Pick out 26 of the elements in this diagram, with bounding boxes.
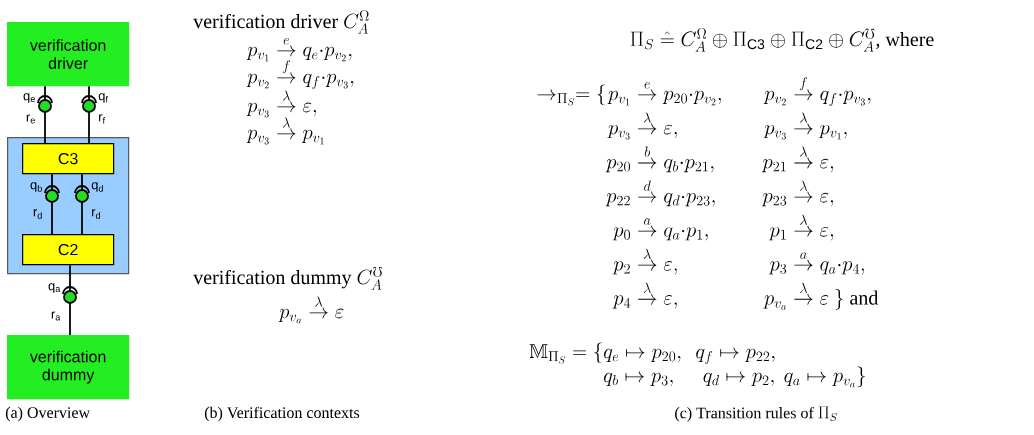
port-label: q$_{d}$ (91, 182, 103, 192)
transition-rules: $\to_{\Pi_S}= \{\begin{array}[t]{@{}r@{\;}l@{\qquad}r@{\;}l@{}} p_{v_1} & \stackrel{e}{\rightarrow} p_{20}{\cdot}p_{v_2}, & p_{v_2} & \stackrel{f}{\rightarrow} q_f{\cdot}p_{v_3}, \\ p_{v_3} & \stackrel{\lambda}{\rightarrow} \varepsilon, & p_{v_3} & \stackrel{\lambda}{\rightarrow} p_{v_1}, \\ p_{20} & \stackrel{b}{\rightarrow} q_b{\cdot}p_{21}, & p_{21} & \stackrel{\lambda}{\rightarrow} \varepsilon, \\ p_{22} & \stackrel{d}{\rightarrow} q_d{\cdot}p_{23}, & p_{23} & \stackrel{\lambda}{\rightarrow} \varepsilon, \\ p_0 & \stackrel{a}{\rightarrow} q_a{\cdot}p_1, & p_1 & \stackrel{\lambda}{\rightarrow} \varepsilon, \\ p_2 & \stackrel{\lambda}{\rightarrow} \varepsilon, & p_3 & \stackrel{a}{\rightarrow} q_a{\cdot}p_4, \\ p_4 & \stackrel{\lambda}{\rightarrow} \varepsilon, & p_{v_a} & \stackrel{\lambda}{\rightarrow} \varepsilon\ \}\text{ and} \end{array}$ (537, 77, 879, 310)
port-label: r$_{d}$ (92, 209, 100, 219)
transition-rule: $p_{v_2} \stackrel{f}{\rightarrow} q_f{\cdot}p_{v_3},$ (246, 60, 354, 90)
port-label: q$_{b}$ (30, 182, 42, 192)
port-label: q$_{e}$ (23, 93, 35, 103)
port-label: r$_{a}$ (51, 311, 61, 321)
transition-rule: $p_{v_a} \stackrel{\lambda}{\rightarrow} \varepsilon$ (278, 296, 344, 324)
port-label: r$_{d}$ (33, 209, 42, 219)
transition-rule: $p_{v_3} \stackrel{\lambda}{\rightarrow} p_{v_1}$ (246, 117, 324, 145)
caption: $\text{(c) Transition rules of }\Pi_S$ (675, 406, 837, 422)
port-label: r$_{f}$ (99, 114, 106, 124)
port-label: q$_{f}$ (98, 93, 108, 103)
port-label: r$_{e}$ (26, 114, 35, 124)
caption: (b) Verification contexts (204, 406, 360, 422)
context-heading: $\text{verification driver } C_A^{\Omega}$ (193, 10, 369, 34)
formula: $\mathbb{M}_{\Pi_S} = \{\begin{array}[t]{@{}l@{}} q_e \mapsto p_{20},\ \ q_f \mapsto p_{22}, \\ q_b \mapsto p_3,\quad\ q_d \mapsto p_2,\ q_a \mapsto p_{v_a}\} \end{array}$ (529, 342, 866, 388)
component-box: C2 (22, 234, 115, 266)
transition-rule: $p_{v_3} \stackrel{\lambda}{\rightarrow} \varepsilon,$ (246, 90, 316, 118)
component-box: verification dummy (7, 335, 130, 400)
transition-rule: $p_{v_1} \stackrel{e}{\rightarrow} q_e{\cdot}p_{v_2},$ (246, 38, 352, 62)
formula: $\Pi_S \mathrel{\hat{=}} C_A^{\Omega} \oplus \Pi_{\mathsf{C3}} \oplus \Pi_{\mathsf{C2}} \oplus C_A^{\mho}\text{, where}$ (630, 28, 934, 52)
component-box: C3 (22, 143, 115, 175)
component-box: verification driver (7, 22, 130, 87)
context-heading: $\text{verification dummy } C_A^{\mho}$ (193, 266, 382, 290)
port-label: q$_{a}$ (48, 283, 61, 293)
